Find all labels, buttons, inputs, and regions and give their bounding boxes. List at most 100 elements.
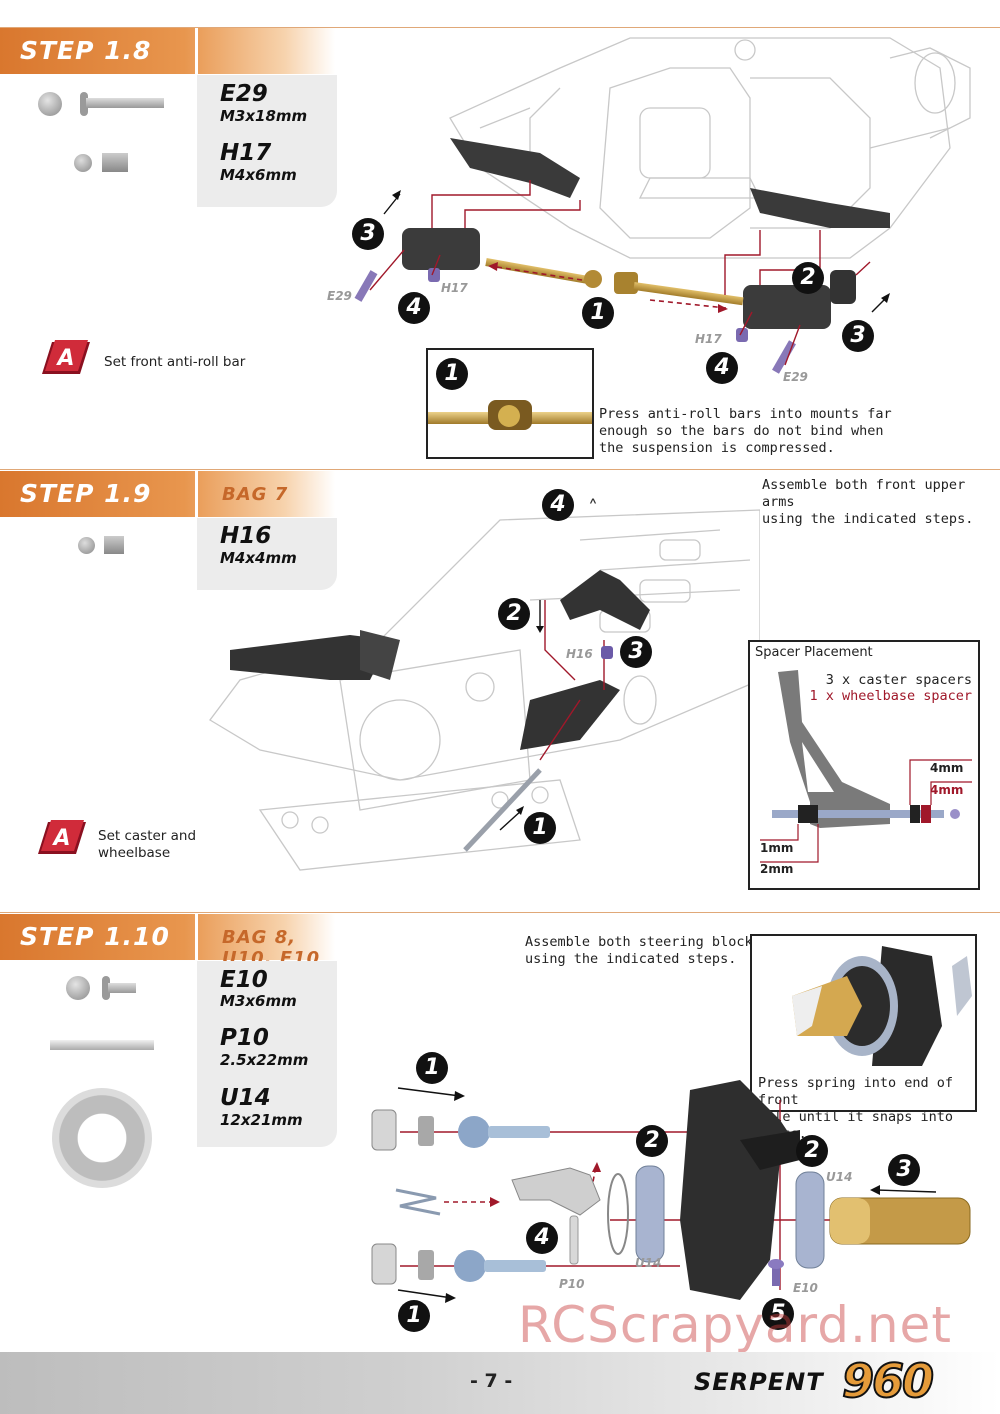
step-number-badge: 5 bbox=[762, 1298, 794, 1330]
screw-head-icon bbox=[66, 976, 90, 1000]
brand-logo: SERPENT bbox=[694, 1368, 824, 1396]
screw-shaft-icon bbox=[108, 983, 136, 993]
h17-spacer bbox=[428, 268, 440, 282]
ball-closeup bbox=[498, 405, 520, 427]
step-number-badge: 3 bbox=[352, 218, 384, 250]
spacer-side-icon bbox=[102, 153, 128, 172]
svg-text:A: A bbox=[51, 826, 70, 851]
step-number-badge: 2 bbox=[498, 598, 530, 630]
spacer-placement-inset: Spacer Placement 3 x caster spacers 1 x … bbox=[748, 640, 980, 890]
part-code: H16 bbox=[220, 523, 272, 549]
spring-detail-inset: Press spring into end of front axle unti… bbox=[750, 934, 977, 1142]
part-callout: E10 bbox=[793, 1281, 818, 1295]
part-callout: P10 bbox=[559, 1277, 585, 1291]
spacer-front-icon bbox=[74, 154, 92, 172]
step-number-badge: 3 bbox=[620, 636, 652, 668]
spacer-front-icon bbox=[78, 537, 95, 554]
spacer-side-icon bbox=[104, 536, 124, 554]
part-code: E10 bbox=[220, 967, 268, 993]
h17-spacer bbox=[736, 328, 748, 342]
adjustment-badge-icon: A bbox=[42, 340, 90, 374]
screw-head-icon bbox=[38, 92, 62, 116]
part-callout: H17 bbox=[441, 281, 468, 295]
header-divider bbox=[195, 471, 198, 517]
dim-label: 4mm bbox=[930, 783, 964, 797]
leader-lines-1-8 bbox=[369, 180, 890, 366]
detail-inset: 1 bbox=[426, 348, 594, 459]
part-size: M4x4mm bbox=[220, 549, 297, 567]
step-number-badge: 1 bbox=[582, 297, 614, 329]
page-number: - 7 - bbox=[470, 1370, 513, 1392]
part-callout: U14 bbox=[826, 1170, 853, 1184]
parts-panel: E10 M3x6mm P10 2.5x22mm U14 12x21mm bbox=[197, 961, 337, 1147]
watermark: RCScrapyard.net bbox=[518, 1296, 952, 1354]
step-number-badge: 1 bbox=[524, 812, 556, 844]
steering-block-exploded bbox=[371, 1080, 971, 1300]
screw-shaft-icon bbox=[86, 98, 164, 108]
part-size: M3x18mm bbox=[220, 107, 308, 125]
bearing-icon bbox=[52, 1088, 152, 1188]
step-title: STEP 1.9 bbox=[20, 479, 152, 508]
step-number-badge: 3 bbox=[888, 1154, 920, 1186]
anti-roll-bar-sleeve bbox=[614, 272, 638, 294]
screw-cap-icon bbox=[80, 92, 88, 116]
step-number-badge: 1 bbox=[416, 1052, 448, 1084]
step-header-1-10: STEP 1.10 BAG 8, U10, E10 bbox=[0, 914, 335, 969]
step-number-badge: 2 bbox=[796, 1135, 828, 1167]
arrow-lines-1-10 bbox=[397, 1087, 937, 1303]
caster-clips: ˄ bbox=[588, 496, 598, 520]
adjustment-badge-icon: A bbox=[38, 820, 86, 854]
part-callout: E29 bbox=[783, 370, 808, 384]
part-size: M3x6mm bbox=[220, 992, 297, 1010]
arb-cap bbox=[830, 270, 856, 304]
step-number-badge: 1 bbox=[436, 358, 468, 390]
caster-spacer-count: 3 x caster spacers bbox=[825, 672, 972, 688]
screw-cap-icon bbox=[102, 976, 110, 1000]
step-header-1-9: STEP 1.9 BAG 7 bbox=[0, 471, 335, 517]
pin-icon bbox=[50, 1040, 154, 1050]
part-callout: U14 bbox=[635, 1256, 662, 1270]
wheelbase-spacer-count: 1 x wheelbase spacer bbox=[809, 688, 972, 704]
instruction-text: Assemble both steering blocks using the … bbox=[525, 934, 761, 967]
part-code: E29 bbox=[220, 81, 268, 107]
part-code: H17 bbox=[220, 140, 272, 166]
svg-text:A: A bbox=[55, 346, 74, 371]
part-code: U14 bbox=[220, 1085, 271, 1111]
step-number-badge: 4 bbox=[542, 489, 574, 521]
dim-label: 4mm bbox=[930, 761, 964, 775]
arb-mount-right bbox=[743, 285, 831, 329]
step-number-badge: 2 bbox=[792, 262, 824, 294]
page-footer: - 7 - SERPENT 960 bbox=[0, 1352, 1000, 1414]
dim-label: 2mm bbox=[760, 862, 794, 876]
part-size: 12x21mm bbox=[220, 1111, 303, 1129]
spacer-arm-drawing bbox=[760, 670, 972, 863]
part-callout: E29 bbox=[327, 289, 352, 303]
bag-label: BAG 7 bbox=[222, 484, 289, 505]
step-number-badge: 2 bbox=[636, 1125, 668, 1157]
section-divider bbox=[0, 469, 1000, 470]
adjustment-note: Set caster and wheelbase bbox=[98, 828, 197, 861]
part-size: 2.5x22mm bbox=[220, 1051, 309, 1069]
parts-panel: E29 M3x18mm H17 M4x6mm bbox=[197, 75, 337, 207]
step-title: STEP 1.10 bbox=[20, 922, 170, 951]
section-divider bbox=[0, 912, 1000, 913]
model-logo: 960 bbox=[841, 1353, 935, 1409]
header-divider bbox=[195, 28, 198, 74]
chassis-drawing-1-8 bbox=[449, 37, 971, 259]
header-divider bbox=[195, 914, 198, 960]
inset-title: Spacer Placement bbox=[755, 645, 873, 660]
step-number-badge: 4 bbox=[398, 292, 430, 324]
instruction-text: Assemble both front upper arms using the… bbox=[762, 477, 974, 527]
part-callout: H16 bbox=[566, 647, 593, 661]
section-divider bbox=[0, 27, 1000, 28]
adjustment-note: Set front anti-roll bar bbox=[104, 354, 246, 370]
part-callout: H17 bbox=[695, 332, 722, 346]
part-code: P10 bbox=[220, 1025, 269, 1051]
step-header-1-8: STEP 1.8 bbox=[0, 28, 335, 74]
part-size: M4x6mm bbox=[220, 166, 297, 184]
steering-block-closeup bbox=[792, 946, 972, 1066]
step-number-badge: 3 bbox=[842, 320, 874, 352]
h16-spacer bbox=[601, 646, 613, 659]
detail-caption: Press anti-roll bars into mounts far eno… bbox=[599, 406, 892, 456]
step-number-badge: 4 bbox=[526, 1222, 558, 1254]
